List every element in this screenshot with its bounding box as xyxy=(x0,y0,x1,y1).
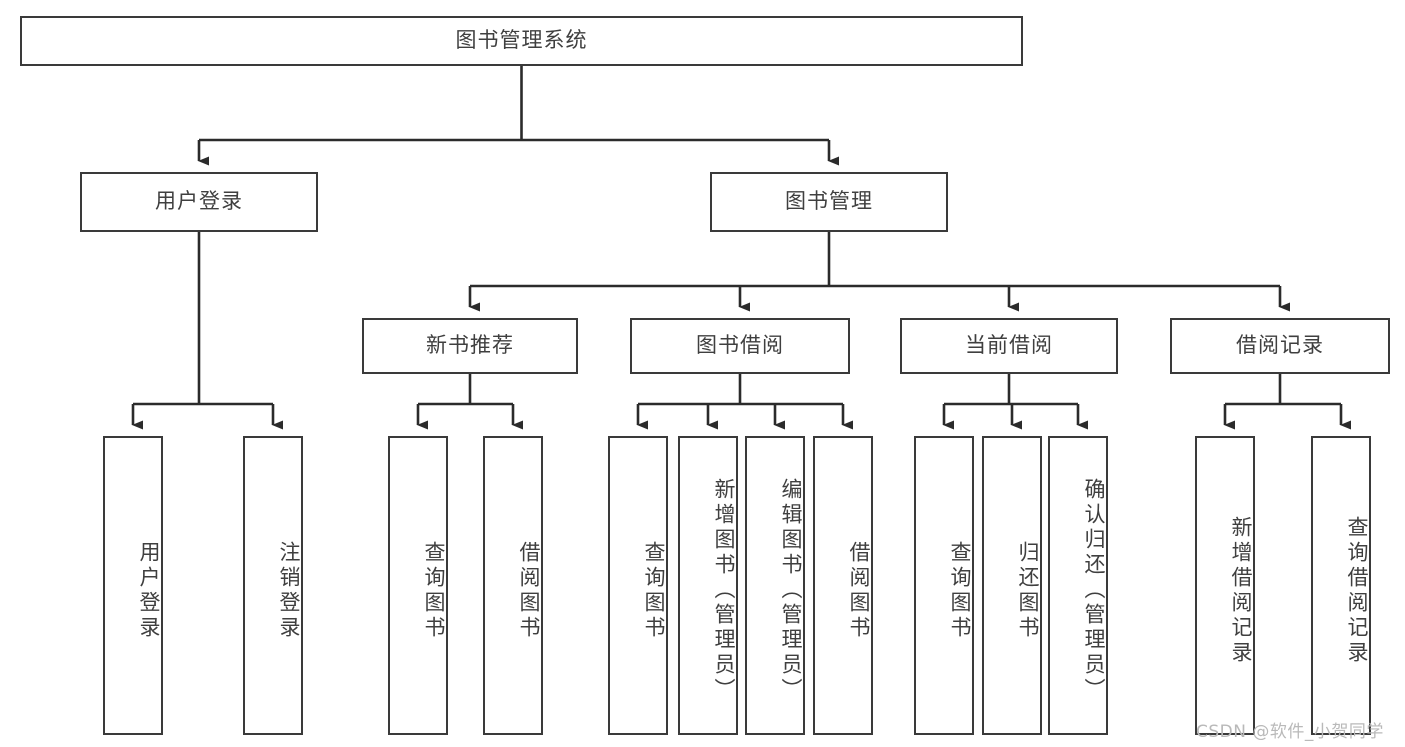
node-label: 借阅图书 xyxy=(517,540,541,641)
node-label: 查询图书 xyxy=(642,540,666,641)
node-b-add[interactable]: 新增图书（管理员） xyxy=(678,436,738,735)
node-l-logout[interactable]: 注销登录 xyxy=(243,436,303,735)
node-label: 查询图书 xyxy=(422,540,446,641)
node-b-borrow[interactable]: 借阅图书 xyxy=(813,436,873,735)
node-r-query[interactable]: 查询借阅记录 xyxy=(1311,436,1371,735)
node-n-query[interactable]: 查询图书 xyxy=(388,436,448,735)
node-bookmgmt[interactable]: 图书管理 xyxy=(710,172,948,232)
node-label: 新书推荐 xyxy=(426,333,514,358)
node-label: 用户登录 xyxy=(155,189,243,214)
node-label: 注销登录 xyxy=(277,540,301,641)
node-b-query[interactable]: 查询图书 xyxy=(608,436,668,735)
node-label: 编辑图书（管理员） xyxy=(779,478,803,703)
node-label: 查询借阅记录 xyxy=(1345,515,1369,666)
node-label: 借阅图书 xyxy=(847,540,871,641)
node-label: 借阅记录 xyxy=(1236,333,1324,358)
node-label: 确认归还（管理员） xyxy=(1082,478,1106,703)
node-c-return[interactable]: 归还图书 xyxy=(982,436,1042,735)
node-current[interactable]: 当前借阅 xyxy=(900,318,1118,374)
node-newbook[interactable]: 新书推荐 xyxy=(362,318,578,374)
node-b-edit[interactable]: 编辑图书（管理员） xyxy=(745,436,805,735)
node-c-confirm[interactable]: 确认归还（管理员） xyxy=(1048,436,1108,735)
node-root[interactable]: 图书管理系统 xyxy=(20,16,1023,66)
watermark-text: CSDN @软件_小贺同学 xyxy=(1196,722,1384,742)
node-label: 查询图书 xyxy=(948,540,972,641)
node-records[interactable]: 借阅记录 xyxy=(1170,318,1390,374)
node-label: 当前借阅 xyxy=(965,333,1053,358)
node-borrow[interactable]: 图书借阅 xyxy=(630,318,850,374)
node-label: 图书管理 xyxy=(785,189,873,214)
node-n-borrow[interactable]: 借阅图书 xyxy=(483,436,543,735)
node-label: 新增图书（管理员） xyxy=(712,478,736,703)
node-r-add[interactable]: 新增借阅记录 xyxy=(1195,436,1255,735)
node-label: 图书借阅 xyxy=(696,333,784,358)
node-label: 新增借阅记录 xyxy=(1229,515,1253,666)
node-label: 用户登录 xyxy=(137,540,161,641)
node-login[interactable]: 用户登录 xyxy=(80,172,318,232)
node-l-login[interactable]: 用户登录 xyxy=(103,436,163,735)
node-label: 图书管理系统 xyxy=(455,28,588,53)
node-label: 归还图书 xyxy=(1016,540,1040,641)
node-c-query[interactable]: 查询图书 xyxy=(914,436,974,735)
